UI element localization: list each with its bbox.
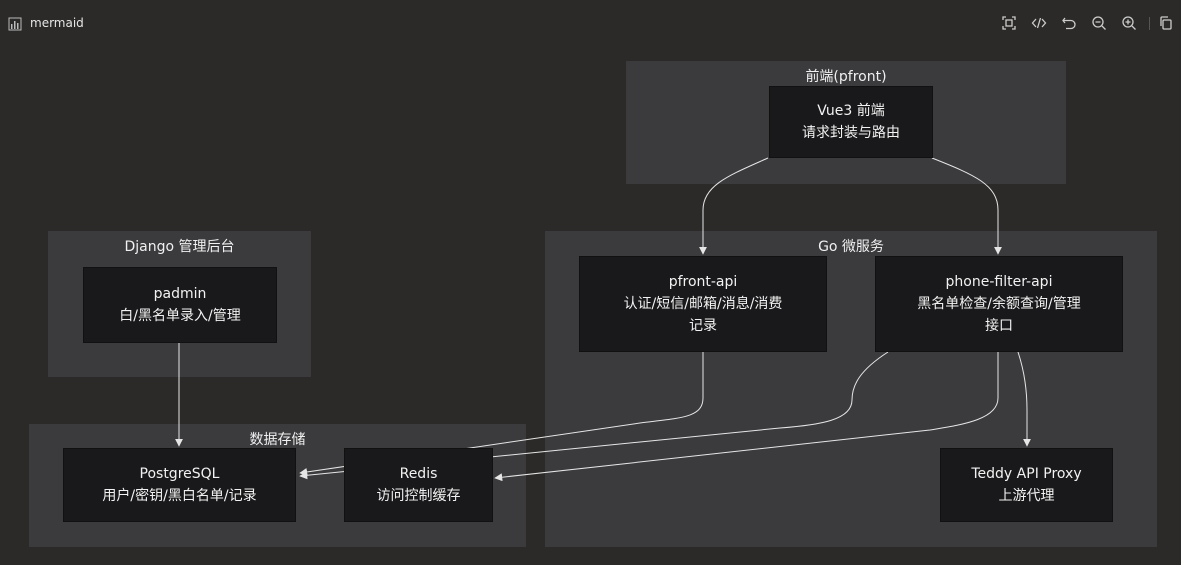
node-pfront-api: pfront-api 认证/短信/邮箱/消息/消费 记录 — [579, 256, 827, 352]
cluster-label: 前端(pfront) — [805, 69, 887, 85]
node-title: PostgreSQL — [139, 466, 220, 482]
node-title: Teddy API Proxy — [971, 466, 1082, 482]
node-subtitle: 请求封装与路由 — [802, 125, 900, 141]
node-subtitle: 用户/密钥/黑白名单/记录 — [102, 488, 257, 504]
copy-icon[interactable] — [1158, 15, 1174, 31]
reset-icon[interactable] — [1061, 15, 1077, 31]
node-subtitle: 白/黑名单录入/管理 — [119, 308, 241, 324]
cluster-label: Go 微服务 — [818, 239, 884, 255]
node-subtitle: 访问控制缓存 — [376, 488, 461, 504]
node-subtitle: 记录 — [689, 318, 717, 334]
zoom-out-icon[interactable] — [1091, 15, 1107, 31]
node-subtitle: 认证/短信/邮箱/消息/消费 — [623, 296, 783, 312]
node-postgres: PostgreSQL 用户/密钥/黑白名单/记录 — [63, 448, 296, 522]
cluster-label: Django 管理后台 — [124, 239, 235, 255]
node-title: phone-filter-api — [945, 274, 1053, 290]
node-title: padmin — [153, 286, 207, 302]
cluster-label: 数据存储 — [249, 432, 306, 448]
node-vue: Vue3 前端 请求封装与路由 — [769, 86, 933, 158]
zoom-in-icon[interactable] — [1121, 15, 1137, 31]
node-subtitle: 黑名单检查/余额查询/管理 — [917, 296, 1081, 312]
node-redis: Redis 访问控制缓存 — [344, 448, 493, 522]
node-subtitle: 上游代理 — [998, 488, 1055, 504]
code-icon[interactable] — [1031, 15, 1047, 31]
fit-view-icon[interactable] — [1001, 15, 1017, 31]
chart-icon — [8, 16, 22, 31]
app-title: mermaid — [30, 16, 84, 30]
node-title: Vue3 前端 — [817, 103, 885, 119]
node-title: pfront-api — [668, 274, 738, 290]
toolbar-header: mermaid — [0, 0, 1181, 48]
node-teddy: Teddy API Proxy 上游代理 — [940, 448, 1113, 522]
node-subtitle: 接口 — [985, 318, 1013, 334]
node-phone-filter-api: phone-filter-api 黑名单检查/余额查询/管理 接口 — [875, 256, 1123, 352]
toolbar-divider — [1149, 17, 1150, 30]
node-title: Redis — [399, 466, 438, 482]
node-padmin: padmin 白/黑名单录入/管理 — [83, 267, 277, 343]
